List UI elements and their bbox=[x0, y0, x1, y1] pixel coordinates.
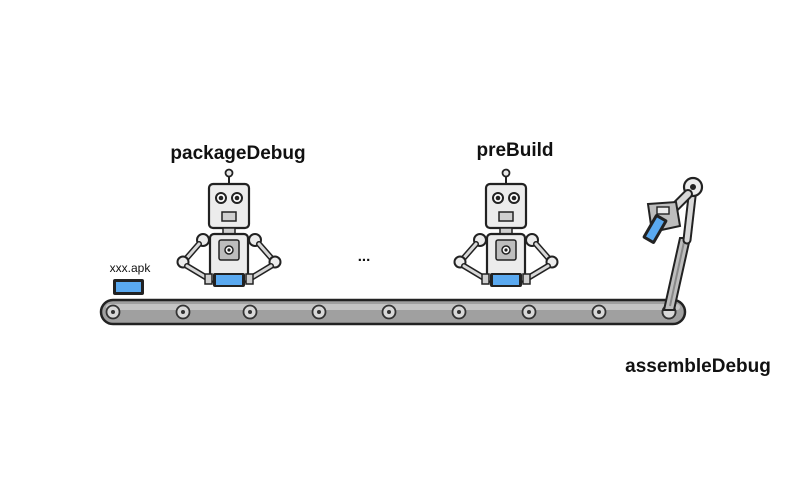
belt-roller bbox=[242, 304, 258, 320]
belt-roller bbox=[591, 304, 607, 320]
task-label-packageDebug: packageDebug bbox=[170, 143, 306, 164]
belt-roller bbox=[175, 304, 191, 320]
ellipsis-label: ... bbox=[357, 248, 371, 265]
conveyor-belt bbox=[99, 298, 687, 326]
robot-icon-packageDebug bbox=[178, 170, 281, 288]
task-label-assembleDebug: assembleDebug bbox=[625, 356, 771, 377]
belt-roller bbox=[451, 304, 467, 320]
belt-roller bbox=[105, 304, 121, 320]
robotic-arm-icon bbox=[642, 176, 704, 320]
task-label-preBuild: preBuild bbox=[476, 140, 554, 161]
robot-icon-preBuild bbox=[455, 170, 558, 288]
apk-file-label: xxx.apk bbox=[109, 261, 151, 275]
belt-roller bbox=[381, 304, 397, 320]
phone-device-icon bbox=[113, 279, 144, 295]
belt-roller bbox=[311, 304, 327, 320]
belt-roller bbox=[521, 304, 537, 320]
